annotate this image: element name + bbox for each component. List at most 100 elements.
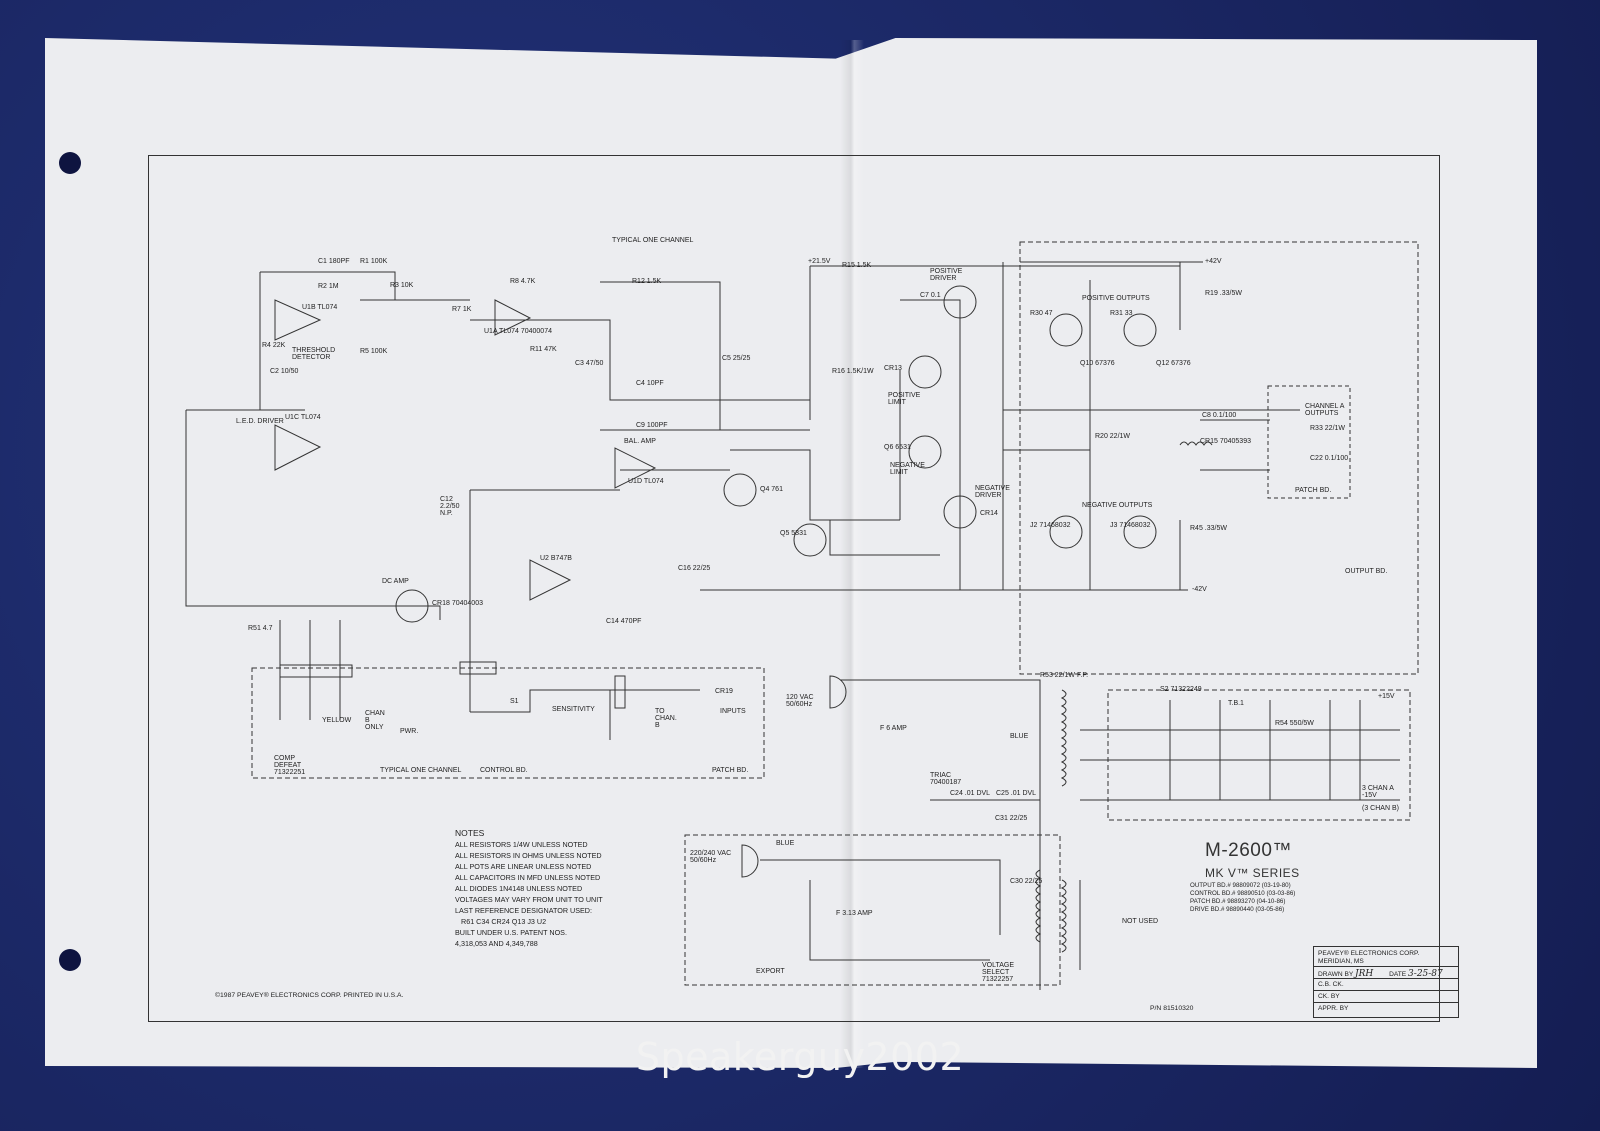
label-chan-b: (3 CHAN B) bbox=[1362, 805, 1399, 812]
label-rail-15: +15V bbox=[1378, 693, 1395, 700]
label-typical-one-channel-bottom: TYPICAL ONE CHANNEL bbox=[380, 767, 462, 774]
drawn-value: JRH bbox=[1355, 969, 1374, 979]
board-list: OUTPUT BD.# 98809072 (03-19-80) CONTROL … bbox=[1190, 882, 1295, 914]
binder-hole-bottom bbox=[59, 949, 81, 971]
part-q4: Q4 761 bbox=[760, 486, 783, 493]
part-c5: C5 25/25 bbox=[722, 355, 751, 362]
part-c3: C3 47/50 bbox=[575, 360, 604, 367]
board-line: CONTROL BD.# 98890510 (03-03-86) bbox=[1190, 890, 1296, 897]
part-r4: R4 22K bbox=[262, 342, 286, 349]
label-negative-driver: NEGATIVE DRIVER bbox=[975, 485, 1010, 499]
label-threshold-detector: THRESHOLD DETECTOR bbox=[292, 347, 336, 361]
note-line: LAST REFERENCE DESIGNATOR USED: bbox=[455, 906, 592, 915]
label-blue-bottom: BLUE bbox=[776, 840, 795, 847]
part-c16: C16 22/25 bbox=[678, 565, 711, 572]
part-diodes: S2 71322249 bbox=[1160, 686, 1202, 693]
date-value: 3-25-87 bbox=[1408, 969, 1443, 979]
part-r8: R8 4.7K bbox=[510, 278, 536, 285]
label-pwr: PWR. bbox=[400, 728, 419, 735]
part-tb1: C24 .01 DVL bbox=[950, 790, 991, 797]
part-q8: C7 0.1 bbox=[920, 292, 941, 299]
part-q13: J3 71468032 bbox=[1110, 522, 1151, 529]
part-c4: C4 10PF bbox=[636, 380, 664, 387]
company-name: PEAVEY® ELECTRONICS CORP. bbox=[1318, 950, 1420, 957]
label-control-bd: CONTROL BD. bbox=[480, 767, 528, 774]
part-r2: R2 1M bbox=[318, 283, 339, 290]
label-rail-neg: -42V bbox=[1192, 586, 1207, 593]
company-city: MERIDIAN, MS bbox=[1318, 958, 1364, 965]
drawn-label: DRAWN BY bbox=[1318, 971, 1354, 978]
label-rail-215: +21.5V bbox=[808, 258, 831, 265]
part-c9: C9 100PF bbox=[636, 422, 668, 429]
label-output-bd: OUTPUT BD. bbox=[1345, 568, 1388, 575]
part-cr12: R16 1.5K/1W bbox=[832, 368, 874, 375]
label-voltage-select: VOLTAGE SELECT 71322257 bbox=[982, 962, 1015, 983]
part-q10: R30 47 bbox=[1030, 310, 1053, 317]
label-fuse-313: F 3.13 AMP bbox=[836, 910, 873, 917]
label-channel-a-outputs: CHANNEL A OUTPUTS bbox=[1305, 403, 1345, 417]
part-70900137: C31 22/25 bbox=[995, 815, 1028, 822]
part-l1: CR15 70405393 bbox=[1200, 438, 1251, 445]
part-cr18: R51 4.7 bbox=[248, 625, 273, 632]
board-line: PATCH BD.# 98893270 (04-10-86) bbox=[1190, 898, 1286, 905]
note-line: ALL CAPACITORS IN MFD UNLESS NOTED bbox=[455, 873, 601, 882]
label-patch-bd-bottom: PATCH BD. bbox=[712, 767, 749, 774]
label-sensitivity: SENSITIVITY bbox=[552, 706, 595, 713]
board-line: OUTPUT BD.# 98809072 (03-19-80) bbox=[1190, 882, 1291, 889]
page-fold bbox=[840, 40, 864, 1068]
label-comp-defeat: COMP DEFEAT 71322251 bbox=[274, 755, 306, 776]
model-name: M-2600™ bbox=[1205, 840, 1292, 861]
note-line: ALL RESISTORS 1/4W UNLESS NOTED bbox=[455, 840, 588, 849]
date-label: DATE bbox=[1389, 971, 1407, 978]
part-tb2: C25 .01 DVL bbox=[996, 790, 1037, 797]
label-rail-pos: +42V bbox=[1205, 258, 1222, 265]
note-line: ALL DIODES 1N4148 UNLESS NOTED bbox=[455, 884, 583, 893]
note-line: NOTES bbox=[455, 828, 485, 838]
part-cr15: R19 .33/5W bbox=[1205, 290, 1242, 297]
part-r19: Q12 67376 bbox=[1156, 360, 1191, 367]
part-c12: C12 2.2/50 N.P. bbox=[440, 496, 460, 517]
note-line: ALL RESISTORS IN OHMS UNLESS NOTED bbox=[455, 851, 602, 860]
cb-row: C.B. CK. bbox=[1314, 979, 1458, 991]
label-fuse-6: F 6 AMP bbox=[880, 725, 907, 732]
note-line: ALL POTS ARE LINEAR UNLESS NOTED bbox=[455, 862, 592, 871]
label-positive-outputs: POSITIVE OUTPUTS bbox=[1082, 295, 1150, 302]
part-u1a: U1A TL074 70400074 bbox=[484, 328, 552, 335]
part-cr16: R45 .33/5W bbox=[1190, 525, 1227, 532]
part-number: P/N 81510320 bbox=[1150, 1005, 1194, 1012]
note-line: 4,318,053 AND 4,349,788 bbox=[455, 939, 538, 948]
part-j1: CR19 bbox=[715, 688, 733, 695]
part-r16: R15 1.5K bbox=[842, 262, 872, 269]
part-r1: R1 100K bbox=[360, 258, 388, 265]
part-q11: J2 71468032 bbox=[1030, 522, 1071, 529]
part-r49: S1 bbox=[510, 698, 519, 705]
label-blue-top: BLUE bbox=[1010, 733, 1029, 740]
binder-hole-top bbox=[59, 152, 81, 174]
board-line: DRIVE BD.# 98890440 (03-05-86) bbox=[1190, 906, 1285, 913]
ck-row: CK. BY bbox=[1314, 991, 1458, 1003]
watermark: Speakerguy2002 bbox=[635, 1035, 965, 1079]
part-r7: R7 1K bbox=[452, 306, 472, 313]
drawing-border bbox=[148, 155, 1440, 1022]
title-block-header: PEAVEY® ELECTRONICS CORP. MERIDIAN, MS bbox=[1314, 947, 1458, 967]
part-c2: C2 10/50 bbox=[270, 368, 299, 375]
part-u1c: U1C TL074 bbox=[285, 414, 321, 421]
appr-label: APPR. BY bbox=[1318, 1005, 1349, 1012]
part-u1d: U1D TL074 bbox=[628, 478, 664, 485]
label-led-driver: L.E.D. DRIVER bbox=[236, 418, 284, 425]
note-line: VOLTAGES MAY VARY FROM UNIT TO UNIT bbox=[455, 895, 603, 904]
label-export: EXPORT bbox=[756, 968, 785, 975]
part-u2: U2 B747B bbox=[540, 555, 572, 562]
note-line: R61 C34 CR24 Q13 J3 U2 bbox=[461, 917, 547, 926]
part-q7: Q6 6531 bbox=[884, 444, 911, 451]
part-c14: C14 470PF bbox=[606, 618, 642, 625]
label-chan-a-15: 3 CHAN A -15V bbox=[1362, 785, 1394, 799]
part-r32: R20 22/1W bbox=[1095, 433, 1131, 440]
part-j3: C22 0.1/100 bbox=[1310, 455, 1349, 462]
part-r20: C8 0.1/100 bbox=[1202, 412, 1237, 419]
part-q12: R31 33 bbox=[1110, 310, 1133, 317]
part-r12: R12 1.5K bbox=[632, 278, 662, 285]
label-mains-120: 120 VAC 50/60Hz bbox=[786, 694, 814, 708]
title-block: PEAVEY® ELECTRONICS CORP. MERIDIAN, MS D… bbox=[1313, 946, 1459, 1018]
part-r18: Q10 67376 bbox=[1080, 360, 1115, 367]
